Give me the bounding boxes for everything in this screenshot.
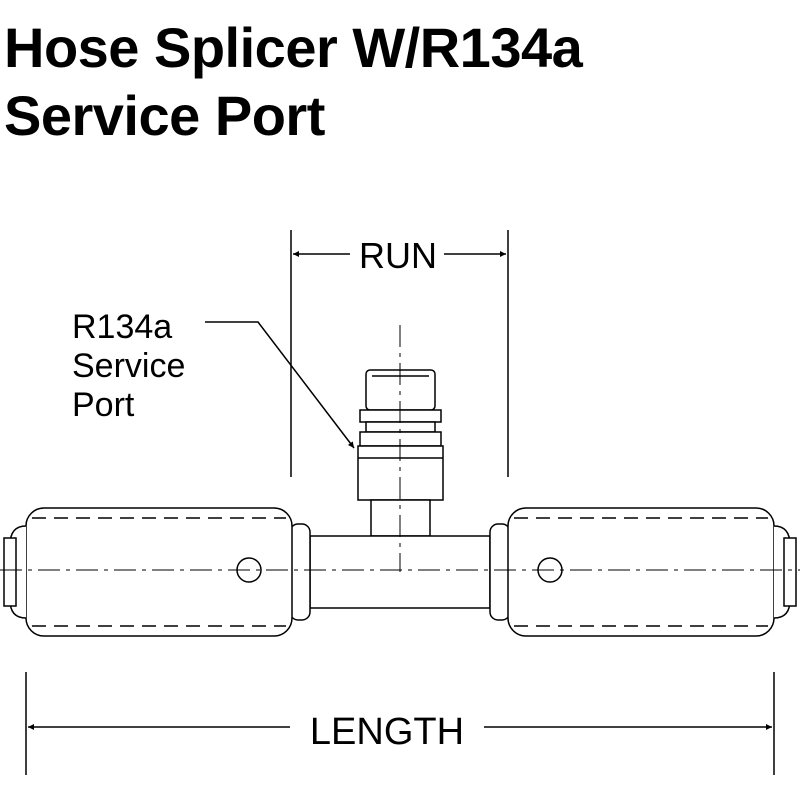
callout-label-line-3: Port (72, 386, 135, 424)
page-title: Hose Splicer W/R134a Service Port (4, 14, 583, 150)
title-line-2: Service Port (4, 84, 325, 147)
callout-label-line-2: Service (72, 347, 185, 385)
title-line-1: Hose Splicer W/R134a (4, 16, 583, 79)
centerlines (0, 325, 800, 572)
left-ferrule (3, 507, 293, 637)
callout-label-line-1: R134a (72, 308, 172, 346)
run-dimension (290, 230, 509, 477)
right-ferrule (507, 507, 797, 637)
length-label: LENGTH (310, 711, 464, 753)
callout-leader (205, 321, 355, 449)
length-dimension (25, 672, 775, 775)
run-label: RUN (359, 235, 437, 276)
